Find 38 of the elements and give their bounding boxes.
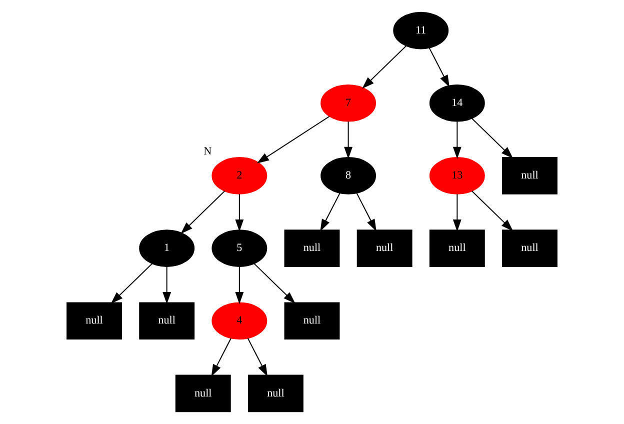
node-ellipse: 14 [429, 84, 485, 122]
node-box: null [284, 302, 340, 340]
node-box: null [175, 374, 231, 412]
node-ellipse: 4 [212, 302, 268, 340]
arrow [452, 122, 462, 159]
arrow [452, 194, 462, 232]
node-box: null [429, 230, 485, 267]
node-box: null [139, 302, 195, 340]
arrow [235, 266, 244, 304]
arrow [180, 190, 226, 234]
node-ellipse: 5 [212, 230, 268, 267]
node-box: null [284, 230, 340, 267]
node-ellipse: 11 [393, 12, 449, 50]
node-ellipse: 8 [320, 157, 376, 194]
arrow [247, 338, 268, 377]
node-box: null [502, 230, 558, 267]
node-box: null [248, 374, 304, 412]
arrow [254, 263, 296, 304]
node-box: null [356, 230, 412, 267]
arrow [110, 263, 152, 304]
node-ellipse: 7 [320, 84, 376, 122]
arrow [211, 338, 232, 377]
arrow [472, 118, 514, 159]
node-box: null [502, 157, 558, 194]
arrow [256, 116, 330, 164]
node-box: null [66, 302, 122, 340]
node-label: N [204, 145, 212, 158]
arrow [320, 192, 340, 232]
arrow [162, 266, 172, 304]
arrow [362, 45, 407, 89]
node-ellipse: 13 [429, 157, 485, 194]
node-ellipse: 2 [212, 157, 268, 194]
arrow [235, 194, 244, 232]
node-ellipse: 1 [139, 230, 195, 267]
arrow [344, 122, 353, 159]
arrow [472, 190, 514, 232]
arrow [356, 192, 376, 232]
arrow [428, 48, 450, 88]
